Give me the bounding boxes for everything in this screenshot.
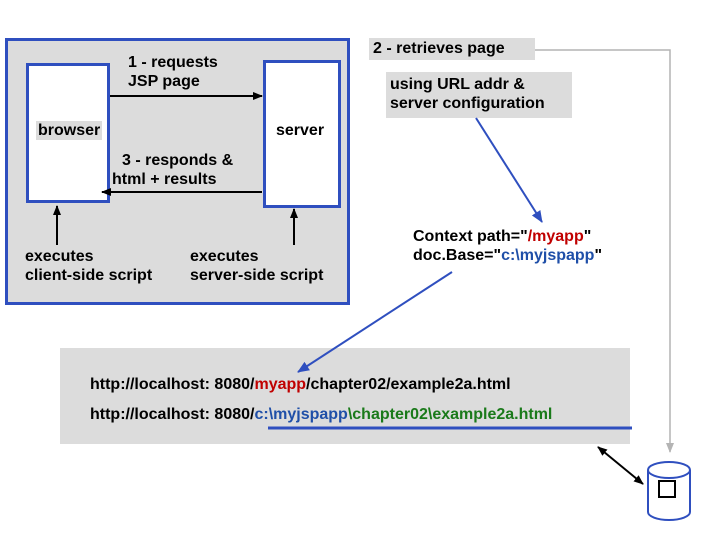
client-script-label: executes client-side script <box>25 248 153 284</box>
config-to-context-arrow <box>475 117 543 223</box>
url-line-1: http://localhost: 8080/myapp/chapter02/e… <box>90 376 511 393</box>
step2-detail: using URL addr & server configuration <box>386 72 572 118</box>
server-label: server <box>276 122 325 139</box>
context-config: Context path="/myapp" doc.Base="c:\myjsp… <box>413 228 603 264</box>
step2-title: 2 - retrieves page <box>369 38 535 60</box>
url-line-2: http://localhost: 8080/c:\myjspapp\chapt… <box>90 406 553 423</box>
server-box <box>263 60 341 208</box>
url-gray-panel <box>60 348 630 444</box>
step3-label: 3 - responds & html + results <box>112 152 234 188</box>
url-to-db-arrow <box>597 446 644 485</box>
browser-label: browser <box>36 121 103 140</box>
database-icon <box>647 461 691 521</box>
system-frame <box>5 38 350 305</box>
step1-label: 1 - requests JSP page <box>128 54 218 90</box>
server-script-label: executes server-side script <box>190 248 324 284</box>
